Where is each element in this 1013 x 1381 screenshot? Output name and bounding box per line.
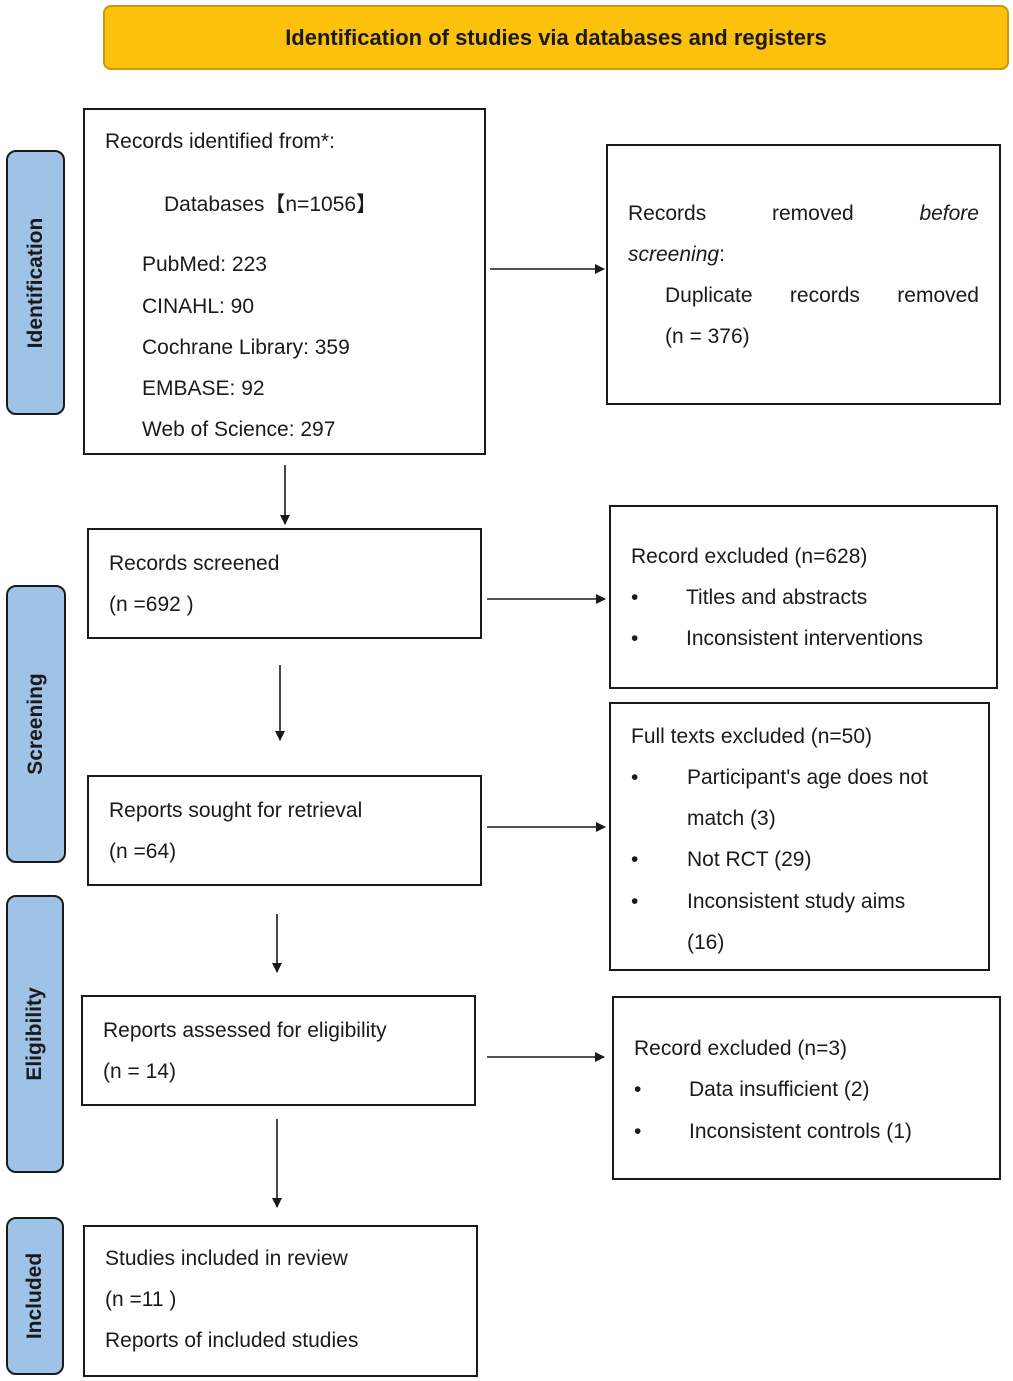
source-cochrane: Cochrane Library: 359 xyxy=(142,336,350,359)
excluded1-heading: Record excluded (n=628) xyxy=(631,545,868,568)
banner-title: Identification of studies via databases … xyxy=(285,24,827,50)
removed-word-removed: removed xyxy=(771,202,854,225)
excluded1-item-titles: Titles and abstracts xyxy=(686,586,868,609)
excluded2-heading: Record excluded (n=3) xyxy=(634,1037,848,1060)
assessed-label: Reports assessed for eligibility xyxy=(103,1019,387,1042)
source-embase: EMBASE: 92 xyxy=(142,377,265,400)
fulltext-item-age: Participant's age does not xyxy=(687,766,928,789)
source-web-of-science: Web of Science: 297 xyxy=(142,418,336,441)
duplicate-count: (n = 376) xyxy=(665,325,750,348)
excluded2-item-data: Data insufficient (2) xyxy=(689,1078,870,1101)
reports-retrieval-box: Reports sought for retrieval (n =64) xyxy=(87,775,482,886)
included-count: (n =11 ) xyxy=(105,1288,177,1311)
duplicate-word-1: Duplicate xyxy=(665,284,753,307)
records-removed-box: Records removed before screening: Duplic… xyxy=(606,144,1001,405)
bullet: • xyxy=(631,890,639,913)
retrieval-label: Reports sought for retrieval xyxy=(109,799,363,822)
records-screened-box: Records screened (n =692 ) xyxy=(87,528,482,639)
screened-count: (n =692 ) xyxy=(109,593,194,616)
screened-label: Records screened xyxy=(109,552,280,575)
removed-word-before: before xyxy=(919,202,979,225)
excluded1-item-interventions: Inconsistent interventions xyxy=(686,627,923,650)
identified-heading: Records identified from*: xyxy=(105,130,335,153)
bullet: • xyxy=(631,586,639,609)
source-pubmed: PubMed: 223 xyxy=(142,253,267,276)
reports-assessed-box: Reports assessed for eligibility (n = 14… xyxy=(81,995,476,1106)
duplicate-line: Duplicate records removed xyxy=(665,284,979,308)
bullet: • xyxy=(631,766,639,789)
records-identified-box: Records identified from*: Databases【n=10… xyxy=(83,108,486,455)
databases-total: Databases【n=1056】 xyxy=(164,193,378,216)
removed-word-records: Records xyxy=(628,202,707,225)
title-banner: Identification of studies via databases … xyxy=(103,5,1009,70)
retrieval-count: (n =64) xyxy=(109,840,177,863)
bullet: • xyxy=(631,627,639,650)
included-label: Studies included in review xyxy=(105,1247,348,1270)
bullet: • xyxy=(631,848,639,871)
fulltext-item-aims-count: (16) xyxy=(687,931,725,954)
bullet: • xyxy=(634,1078,642,1101)
phase-eligibility: Eligibility xyxy=(6,895,64,1173)
fulltext-item-not-rct: Not RCT (29) xyxy=(687,848,812,871)
studies-included-box: Studies included in review (n =11 ) Repo… xyxy=(83,1225,478,1377)
assessed-count: (n = 14) xyxy=(103,1060,176,1083)
fulltext-item-aims: Inconsistent study aims xyxy=(687,890,906,913)
record-excluded-box: Record excluded (n=628) • Titles and abs… xyxy=(609,505,998,689)
phase-included: Included xyxy=(6,1217,64,1375)
removed-line-2: screening: xyxy=(628,243,725,267)
excluded2-item-controls: Inconsistent controls (1) xyxy=(689,1120,912,1143)
source-cinahl: CINAHL: 90 xyxy=(142,295,255,318)
duplicate-word-2: records xyxy=(789,284,860,307)
included-reports: Reports of included studies xyxy=(105,1329,359,1352)
phase-screening: Screening xyxy=(6,585,66,863)
bullet: • xyxy=(634,1120,642,1143)
fulltext-item-age-count: match (3) xyxy=(687,807,776,830)
duplicate-word-3: removed xyxy=(897,284,979,307)
record-excluded-eligibility-box: Record excluded (n=3) • Data insufficien… xyxy=(612,996,1001,1180)
fulltext-heading: Full texts excluded (n=50) xyxy=(631,725,873,748)
full-texts-excluded-box: Full texts excluded (n=50) • Participant… xyxy=(609,702,990,971)
removed-word-screening: screening xyxy=(628,243,720,266)
phase-identification: Identification xyxy=(6,150,65,415)
removed-colon: : xyxy=(719,243,725,266)
removed-line-1: Records removed before xyxy=(628,202,979,226)
